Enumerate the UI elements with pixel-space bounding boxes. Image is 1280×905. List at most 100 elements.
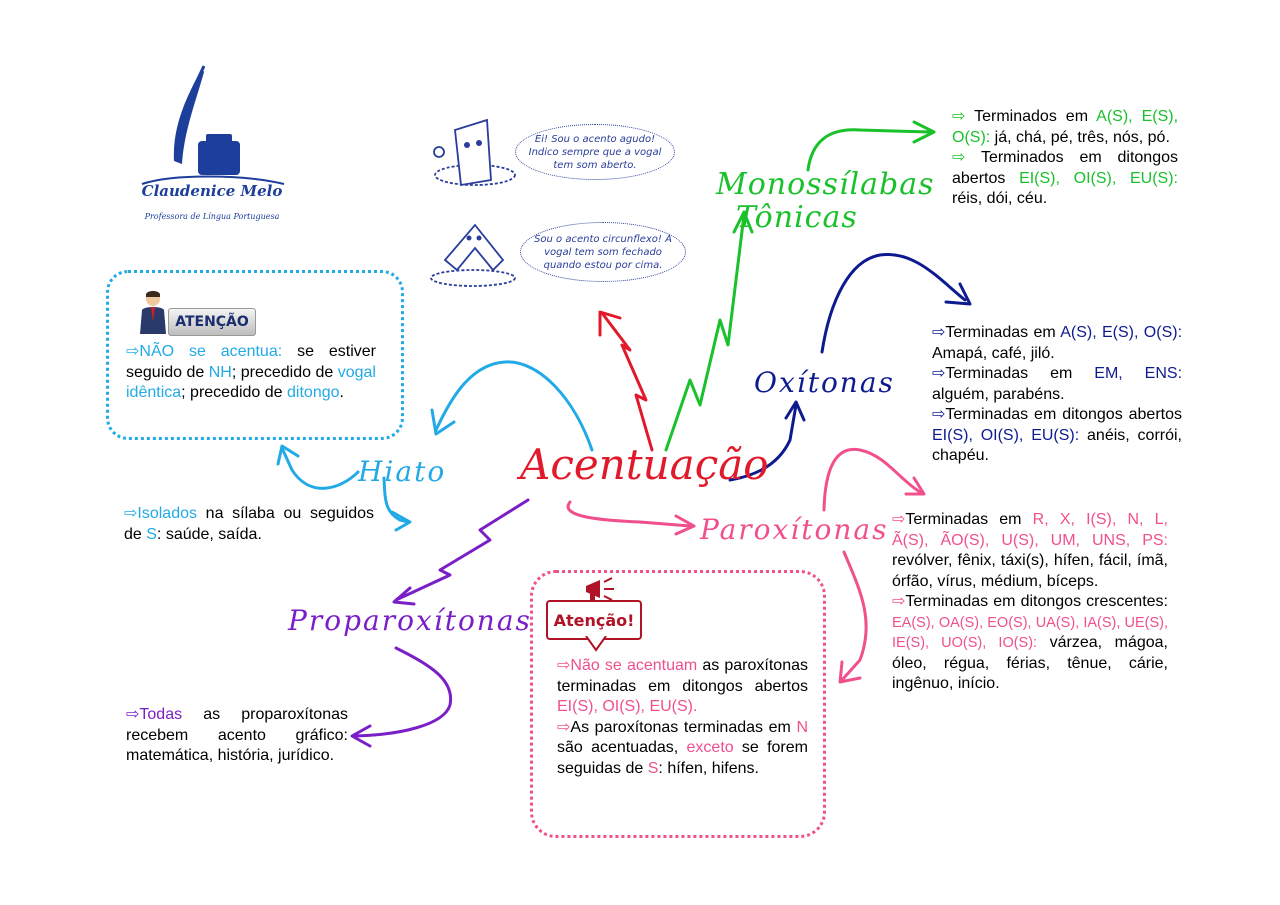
rule-text: Terminadas em [945,365,1073,382]
rule-highlight: ditongo [287,384,340,401]
rule-text: na sílaba ou seguidos de [124,505,374,543]
rule-text: Terminadas em [905,511,1022,528]
rule-text: As paroxítonas terminadas em [570,718,791,736]
arrow-glyph: ⇨ [932,406,946,423]
rule-text: Terminadas em [945,324,1056,341]
rule-endings: EI(S), OI(S), EU(S). [557,698,698,715]
arrow-glyph: ⇨ [932,365,946,382]
rule-endings: A(S), E(S), O(S): [1060,324,1183,341]
rule-endings: EI(S), OI(S), EU(S): [932,426,1080,444]
rule-examples: Amapá, café, jiló. [932,344,1055,362]
arrow-glyph: ⇨ [952,108,966,125]
rule-text: ; precedido de [231,363,334,381]
arrow-oxitonas [728,403,798,482]
proparoxitonas-rules: ⇨Todas as proparoxítonas recebem acento … [126,705,348,767]
rule-text: Terminados em [974,108,1089,125]
rule-examples: alguém, parabéns. [932,385,1065,403]
center-title: Acentuação [520,440,769,489]
arrow-hiato [280,446,360,490]
quill-ink-icon [141,65,285,185]
arrow-glyph: ⇨ [952,149,966,166]
rule-text: Terminados em ditongos abertos [952,149,1178,187]
branch-monossilabas-line1: Monossílabas [716,167,935,202]
rule-text: ; precedido de [181,384,283,401]
proparoxitonas-rule: ⇨Todas as proparoxítonas recebem acento … [126,705,348,767]
paroxitonas-rule-1: ⇨Terminadas em R, X, I(S), N, L, Ã(S), Ã… [892,510,1168,592]
arrow-proparoxitonas-head [392,586,416,606]
monossilabas-rule-2: ⇨ Terminados em ditongos abertos EI(S), … [952,148,1178,210]
logo-subtitle: Professora de Língua Portuguesa [144,212,280,221]
rule-highlight: vogal idêntica [126,363,376,402]
arrow-oxitonas-head [784,400,806,422]
arrow-glyph: ⇨ [892,511,906,528]
arrow-glyph: ⇨ [557,718,571,736]
logo-name: Claudenice Melo [141,182,283,200]
rule-text: Terminadas em ditongos crescentes: [905,593,1168,610]
oxitonas-rule-3: ⇨Terminadas em ditongos abertos EI(S), O… [932,405,1182,467]
attention-box-paroxitonas [530,570,826,838]
arrow-glyph: ⇨ [932,324,946,341]
rule-examples: réis, dói, céu. [952,190,1048,207]
attention-hiato-rule: ⇨NÃO se acentua: se estiver seguido de N… [126,342,376,404]
arrow-paroxitonas-head [674,514,696,536]
arrow-hiato-down-head [390,510,412,532]
arrow-purple-down-head [350,724,372,748]
rule-examples: várzea, mágoa, óleo, régua, férias, tênu… [892,634,1168,692]
rule-highlight: NÃO se acentua: [139,343,283,360]
bubble-circunflexo: Sou o acento circunflexo! A vogal tem so… [520,222,686,282]
rule-endings: EI(S), OI(S), EU(S): [1019,169,1178,187]
arrow-hiato-head [276,444,300,466]
paroxitonas-rules: ⇨Terminadas em R, X, I(S), N, L, Ã(S), Ã… [892,510,1168,695]
arrow-glyph: ⇨ [124,505,138,522]
rule-highlight: N [796,718,808,736]
arrow-purple-down [352,646,453,738]
rule-endings: R, X, I(S), N, L, Ã(S), ÃO(S), U(S), UM,… [892,511,1168,549]
rule-examples: revólver, fênix, táxi(s), hífen, fácil, … [892,552,1168,590]
rule-highlight: exceto [686,739,734,756]
rule-highlight: S [647,759,659,777]
rule-text: são acentuadas, [557,739,679,756]
bubble-agudo: Ei! Sou o acento agudo! Indico sempre qu… [515,124,675,180]
arrow-glyph: ⇨ [126,343,140,360]
rule-highlight: Isolados [137,505,197,522]
arrow-red [600,311,654,452]
attention-badge: ATENÇÃO [168,308,256,336]
attention-paroxitonas-rule-2: ⇨As paroxítonas terminadas em N são acen… [557,718,808,780]
rule-endings: A(S), E(S), O(S): [952,108,1179,146]
arrow-navy-top [820,252,967,354]
arrow-red-head [598,310,622,337]
attention-red-badge: Atenção! [546,600,642,640]
rule-endings: EA(S), OA(S), EO(S), UA(S), IA(S), UE(S)… [892,614,1168,652]
rule-text: as paroxítonas terminadas em ditongos ab… [557,657,808,695]
arrow-glyph: ⇨ [126,706,140,723]
hiato-rules: ⇨Isolados na sílaba ou seguidos de S: sa… [124,504,374,545]
monossilabas-rule-1: ⇨ Terminados em A(S), E(S), O(S): já, ch… [952,107,1178,148]
branch-hiato: Hiato [358,455,447,488]
attention-hiato-text: ⇨NÃO se acentua: se estiver seguido de N… [126,342,376,404]
rule-examples: : saúde, saída. [156,525,262,543]
megaphone-icon [586,577,614,601]
monossilabas-rules: ⇨ Terminados em A(S), E(S), O(S): já, ch… [952,107,1178,210]
badge-pointer-icon [585,636,607,652]
oxitonas-rule-1: ⇨Terminadas em A(S), E(S), O(S): Amapá, … [932,323,1182,364]
arrow-hiato-down [382,476,410,524]
branch-monossilabas-line2: Tônicas [736,200,858,235]
branch-oxitonas: Oxítonas [754,366,895,399]
rule-examples: : hífen, hifens. [658,759,759,777]
hiato-rule: ⇨Isolados na sílaba ou seguidos de S: sa… [124,504,374,545]
arrow-blue-up [434,360,594,452]
branch-proparoxitonas: Proparoxítonas [288,604,532,637]
branch-paroxitonas: Paroxítonas [700,513,889,546]
accent-characters-illustration [430,118,516,287]
arrow-pink-down-head [838,660,862,684]
oxitonas-rule-2: ⇨Terminadas em EM, ENS: alguém, parabéns… [932,364,1182,405]
rule-text: Terminadas em ditongos abertos [945,406,1182,423]
arrow-pink-right [822,447,922,512]
rule-highlight: Não se acentuam [570,657,698,674]
attention-paroxitonas-text: ⇨Não se acentuam as paroxítonas terminad… [557,656,808,779]
rule-text: se estiver seguido de [126,343,377,381]
arrow-green-top-head [912,120,936,144]
rule-highlight: NH [208,363,232,381]
arrow-glyph: ⇨ [557,657,571,674]
